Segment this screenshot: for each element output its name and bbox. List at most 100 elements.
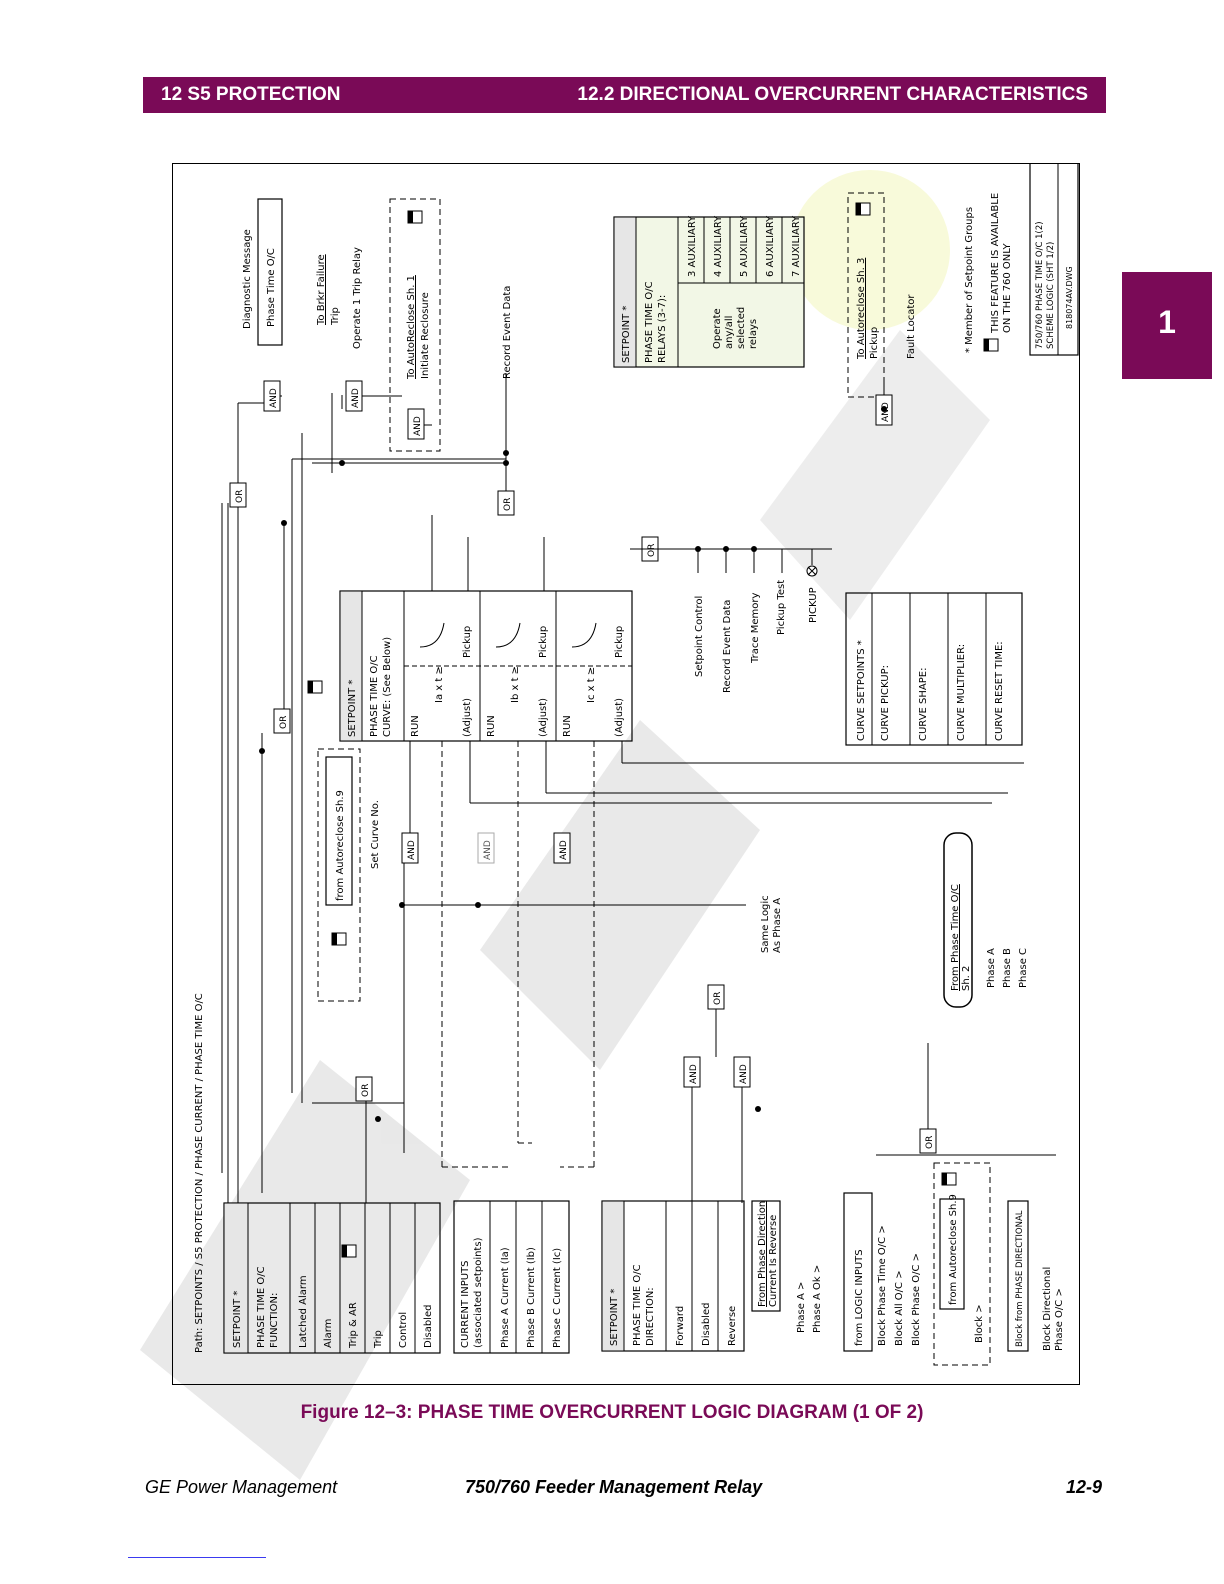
- svg-text:AND: AND: [559, 840, 569, 860]
- svg-text:AND: AND: [483, 840, 493, 860]
- same-logic-label-2: As Phase A: [772, 898, 783, 953]
- and-gate: AND: [683, 1056, 701, 1088]
- and-gate[interactable]: AND: [401, 832, 419, 864]
- relays-box-title: SETPOINT *: [621, 306, 632, 363]
- relay-item: 7 AUXILIARY: [791, 215, 802, 277]
- relays-operate: selected: [736, 307, 747, 349]
- feature-760-icon: [855, 202, 871, 216]
- autoreclose-initiate-sub: Initiate Reclosure: [420, 292, 431, 379]
- curve-box-sub: CURVE: (See Below): [382, 637, 393, 737]
- svg-text:AND: AND: [413, 416, 423, 436]
- or-gate: OR: [919, 1128, 937, 1154]
- svg-text:OR: OR: [503, 498, 513, 511]
- svg-text:OR: OR: [361, 1084, 371, 1097]
- feature-760-icon: [407, 210, 423, 224]
- feature-760-icon: [941, 1172, 957, 1186]
- direction-box-title: SETPOINT *: [609, 1289, 620, 1346]
- block-directional-label: Block from PHASE DIRECTIONAL: [1015, 1210, 1025, 1347]
- svg-text:OR: OR: [647, 544, 657, 557]
- curve-box-title: SETPOINT *: [347, 680, 358, 737]
- autoreclose-curve-group: from Autoreclose Sh.9 Set Curve No.: [317, 748, 381, 1002]
- curve-setpoint-item: CURVE PICKUP:: [880, 665, 891, 741]
- output-label: Setpoint Control: [694, 596, 705, 677]
- output-label: Trace Memory: [750, 593, 761, 664]
- output-label: PICKUP: [808, 587, 819, 623]
- phase-label: Phase A: [986, 948, 997, 988]
- current-input-item: Phase A Current (Ia): [500, 1247, 511, 1348]
- curve-setpoint-item: CURVE RESET TIME:: [994, 641, 1005, 741]
- set-curve-label: Set Curve No.: [370, 800, 381, 869]
- phase-label: Phase C: [1018, 948, 1029, 988]
- curve-setpoint-box[interactable]: SETPOINT * PHASE TIME O/C CURVE: (See Be…: [339, 590, 633, 742]
- logic-inputs-title: from LOGIC INPUTS: [854, 1249, 865, 1346]
- logic-diagram: Path: SETPOINTS / S5 PROTECTION / PHASE …: [194, 163, 1079, 1366]
- function-option: Alarm: [323, 1319, 334, 1348]
- and-gate: AND: [345, 380, 363, 412]
- relays-box-name: PHASE TIME O/C: [644, 281, 655, 363]
- from-phase-time-box: From Phase Time O/C Sh. 2: [943, 832, 973, 1008]
- and-gate: AND: [263, 380, 281, 412]
- and-gate: AND: [553, 832, 571, 864]
- wiring: [221, 373, 1056, 1203]
- chapter-tab[interactable]: 1: [1122, 272, 1212, 379]
- direction-box-name: PHASE TIME O/C: [632, 1264, 643, 1346]
- current-input-item: Phase C Current (Ic): [552, 1248, 563, 1348]
- fault-locator-label: Fault Locator: [906, 294, 917, 359]
- diagnostic-value: Phase Time O/C: [266, 248, 277, 327]
- from-phase-direction-box: From Phase Direction Current Is Reverse: [751, 1200, 781, 1312]
- chapter-title: 12 S5 PROTECTION: [161, 84, 341, 105]
- operate-trip-label: Operate 1 Trip Relay: [352, 247, 363, 349]
- and-gate: AND: [407, 408, 425, 440]
- direction-setpoint-box[interactable]: SETPOINT * PHASE TIME O/C DIRECTION: For…: [601, 1200, 745, 1352]
- svg-text:OR: OR: [279, 716, 289, 729]
- curve-box-name: PHASE TIME O/C: [369, 655, 380, 737]
- title-block-dwg: 818074AV.DWG: [1065, 266, 1074, 329]
- pickup-label: Pickup: [462, 626, 473, 658]
- autoreclose-curve-title: from Autoreclose Sh.9: [335, 790, 346, 901]
- from-phase-time-title: From Phase Time O/C: [950, 884, 961, 991]
- autoreclose-pickup-group: To Autoreclose Sh. 3 Pickup: [847, 192, 885, 398]
- feature-760-icon: [983, 338, 999, 352]
- svg-text:AND: AND: [739, 1064, 749, 1084]
- junction-dots: [259, 406, 887, 1122]
- record-event-label: Record Event Data: [502, 286, 513, 379]
- direction-option: Disabled: [701, 1303, 712, 1346]
- autoreclose-block-item: Block >: [974, 1304, 985, 1343]
- curve-equation: Ic x t ≥: [586, 667, 597, 703]
- direction-box-sub: DIRECTION:: [645, 1287, 656, 1346]
- phase-label: Phase B: [1002, 948, 1013, 988]
- or-gate: OR: [229, 482, 247, 508]
- adjust-label: (Adjust): [538, 698, 549, 737]
- function-box-sub: FUNCTION:: [269, 1293, 280, 1348]
- chapter-tab-number: 1: [1158, 304, 1176, 340]
- relays-setpoint-box[interactable]: SETPOINT * PHASE TIME O/C RELAYS (3-7): …: [613, 215, 805, 368]
- footer-page-number: 12-9: [1066, 1477, 1103, 1497]
- drawing-title-block: 750/760 PHASE TIME O/C 1(2) SCHEME LOGIC…: [1029, 163, 1079, 356]
- function-box-name: PHASE TIME O/C: [256, 1266, 267, 1348]
- note-member: * Member of Setpoint Groups: [964, 207, 975, 353]
- current-inputs-box: CURRENT INPUTS (associated setpoints) Ph…: [453, 1200, 570, 1354]
- relay-item: 5 AUXILIARY: [739, 215, 750, 277]
- title-block-line: SCHEME LOGIC (SHT 1/2): [1046, 242, 1056, 349]
- relay-item: 4 AUXILIARY: [713, 215, 724, 277]
- current-input-item: Phase B Current (Ib): [526, 1247, 537, 1348]
- function-setpoint-box[interactable]: SETPOINT * PHASE TIME O/C FUNCTION: Latc…: [223, 1202, 441, 1354]
- same-logic-label: Same Logic: [760, 895, 771, 953]
- function-option: Control: [398, 1312, 409, 1348]
- path-label: Path: SETPOINTS / S5 PROTECTION / PHASE …: [194, 993, 205, 1353]
- function-box-title: SETPOINT *: [232, 1291, 243, 1348]
- diagnostic-box: Phase Time O/C: [257, 198, 283, 346]
- svg-text:AND: AND: [351, 388, 361, 408]
- autoreclose-pickup-sub: Pickup: [869, 327, 880, 359]
- relay-item: 3 AUXILIARY: [687, 215, 698, 277]
- brkr-failure-trip: Trip: [330, 307, 341, 326]
- function-option: Trip: [373, 1330, 384, 1349]
- output-label: Record Event Data: [722, 600, 733, 693]
- svg-text:OR: OR: [235, 490, 245, 503]
- curve-setpoints-box[interactable]: CURVE SETPOINTS * CURVE PICKUP: CURVE SH…: [845, 592, 1023, 746]
- feature-760-icon: [331, 932, 347, 946]
- phase-a-ok-input: Phase A Ok >: [812, 1265, 823, 1333]
- relay-item: 6 AUXILIARY: [765, 215, 776, 277]
- logic-input-item: Block Phase Time O/C >: [877, 1225, 888, 1346]
- autoreclose-block-group: from Autoreclose Sh.9 Block >: [933, 1162, 991, 1366]
